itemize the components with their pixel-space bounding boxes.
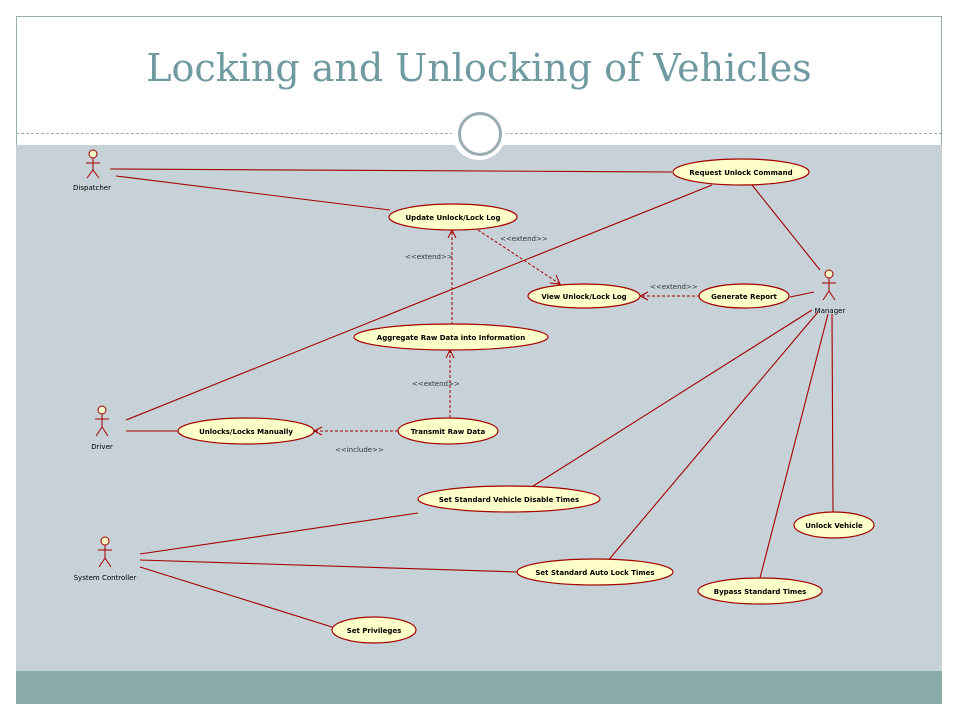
stick-figure-icon: [86, 149, 100, 179]
assoc-manager-generate-report: [789, 291, 815, 298]
use-case-aggregate-raw-data[interactable]: Aggregate Raw Data into Information: [353, 323, 549, 351]
actor-manager[interactable]: Manager: [815, 269, 846, 315]
slide-title: Locking and Unlocking of Vehicles: [146, 46, 812, 90]
include-label-manual: <<include>>: [335, 446, 384, 454]
extend-label-report: <<extend>>: [650, 283, 698, 291]
extend-label-transmit: <<extend>>: [412, 380, 460, 388]
use-case-label: Unlock Vehicle: [805, 522, 863, 530]
use-case-label: Unlocks/Locks Manually: [199, 428, 293, 436]
assoc-manager-request-unlock: [751, 184, 821, 271]
extend-view-to-update-arrow: [549, 274, 561, 285]
use-case-view-unlock-lock-log[interactable]: View Unlock/Lock Log: [527, 283, 641, 309]
use-case-unlocks-locks-manually[interactable]: Unlocks/Locks Manually: [177, 417, 315, 445]
divider-ring-ornament: [452, 106, 506, 160]
use-case-set-standard-auto-lock-times[interactable]: Set Standard Auto Lock Times: [516, 558, 674, 586]
use-case-set-privileges[interactable]: Set Privileges: [331, 616, 417, 644]
use-case-transmit-raw-data[interactable]: Transmit Raw Data: [397, 417, 499, 445]
use-case-label: Generate Report: [711, 293, 777, 301]
use-case-label: View Unlock/Lock Log: [541, 293, 626, 301]
assoc-manager-disable-times: [529, 309, 813, 489]
extend-label-aggregate: <<extend>>: [405, 253, 453, 261]
use-case-label: Transmit Raw Data: [411, 428, 486, 436]
use-case-label: Request Unlock Command: [689, 169, 792, 177]
actor-label: Driver: [91, 443, 113, 451]
stick-figure-icon: [98, 536, 112, 568]
use-case-bypass-standard-times[interactable]: Bypass Standard Times: [697, 577, 823, 605]
stick-figure-icon: [95, 405, 109, 437]
stick-figure-icon: [822, 269, 836, 301]
actor-dispatcher[interactable]: Dispatcher: [73, 149, 111, 192]
extend-view-to-update-line: [477, 229, 561, 285]
use-case-generate-report[interactable]: Generate Report: [698, 283, 790, 309]
use-case-label: Bypass Standard Times: [714, 588, 807, 596]
assoc-controller-disable-times: [139, 512, 419, 555]
assoc-dispatcher-request-unlock: [109, 168, 673, 173]
actor-label: Manager: [815, 307, 846, 315]
use-case-label: Aggregate Raw Data into Information: [377, 334, 525, 342]
extend-label-view-log: <<extend>>: [500, 235, 548, 243]
use-case-request-unlock-command[interactable]: Request Unlock Command: [672, 158, 810, 186]
actor-driver[interactable]: Driver: [91, 405, 113, 451]
assoc-controller-set-privileges: [139, 566, 333, 628]
use-case-label: Set Standard Auto Lock Times: [535, 569, 654, 577]
assoc-controller-auto-lock: [139, 559, 519, 573]
divider-ring-inner: [458, 112, 502, 156]
actor-system-controller[interactable]: System Controller: [74, 536, 137, 582]
assoc-manager-unlock-vehicle: [831, 313, 834, 513]
actor-label: System Controller: [74, 574, 137, 582]
association-lines: [109, 168, 834, 628]
assoc-dispatcher-update-log: [115, 175, 391, 211]
assoc-manager-bypass: [759, 313, 829, 579]
slide-footer-band: [16, 671, 942, 704]
actor-label: Dispatcher: [73, 184, 111, 192]
dependency-lines: [312, 228, 700, 436]
use-case-set-standard-vehicle-disable-times[interactable]: Set Standard Vehicle Disable Times: [417, 485, 601, 513]
assoc-driver-request-unlock: [125, 184, 713, 421]
use-case-label: Set Standard Vehicle Disable Times: [439, 496, 579, 504]
use-case-label: Update Unlock/Lock Log: [406, 214, 501, 222]
use-case-label: Set Privileges: [347, 627, 402, 635]
assoc-manager-auto-lock: [605, 311, 819, 564]
use-case-update-unlock-lock-log[interactable]: Update Unlock/Lock Log: [388, 203, 518, 231]
use-case-unlock-vehicle[interactable]: Unlock Vehicle: [793, 511, 875, 539]
